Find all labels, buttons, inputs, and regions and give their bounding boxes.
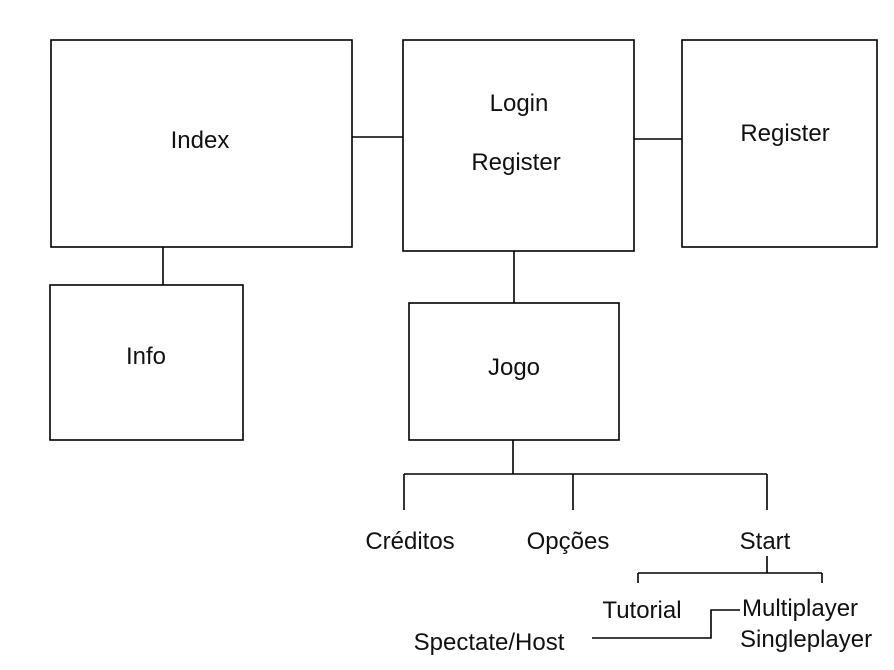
singleplayer-label: Singleplayer bbox=[740, 626, 872, 653]
creditos-label: Créditos bbox=[365, 528, 454, 555]
login-register-label: Register bbox=[471, 149, 560, 176]
login-label: Login bbox=[490, 90, 549, 117]
jogo-box bbox=[408, 302, 620, 441]
tutorial-label: Tutorial bbox=[602, 597, 681, 624]
spectate-host-label: Spectate/Host bbox=[414, 629, 565, 656]
register-label: Register bbox=[740, 120, 829, 147]
connector-start-submenu bbox=[637, 556, 823, 583]
index-label: Index bbox=[171, 127, 230, 154]
register-box bbox=[681, 39, 878, 248]
opcoes-label: Opções bbox=[527, 528, 610, 555]
info-box bbox=[49, 284, 244, 441]
index-box bbox=[50, 39, 353, 248]
jogo-label: Jogo bbox=[488, 354, 540, 381]
multiplayer-label: Multiplayer bbox=[742, 595, 858, 622]
connector-spectate-multiplayer bbox=[592, 609, 740, 639]
start-label: Start bbox=[740, 528, 791, 555]
login-register-box bbox=[402, 39, 635, 252]
info-label: Info bbox=[126, 343, 166, 370]
connector-jogo-menu bbox=[403, 440, 768, 510]
